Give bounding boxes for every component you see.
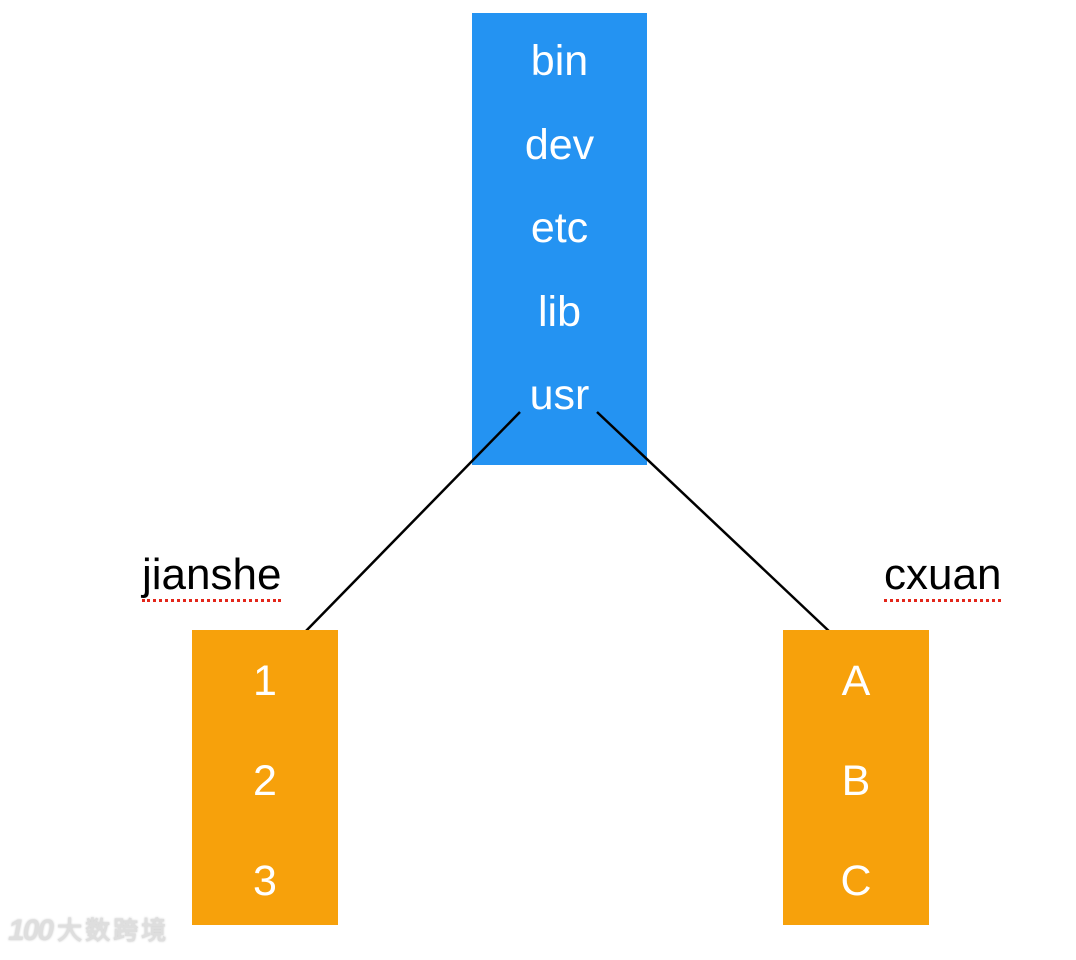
user-label-jianshe: jianshe	[142, 550, 282, 603]
file-entry-1: 1	[253, 657, 277, 705]
file-entry-3: 3	[253, 857, 277, 905]
file-entry-b: B	[841, 757, 871, 805]
watermark-logo-icon: 100	[8, 914, 54, 947]
file-entry-c: C	[840, 857, 872, 905]
dir-entry-etc: etc	[530, 204, 589, 252]
file-entry-a: A	[841, 657, 871, 705]
root-directory-box: bin dev etc lib usr	[472, 13, 647, 465]
user-label-cxuan: cxuan	[884, 550, 1002, 603]
cxuan-home-box: A B C	[783, 630, 929, 925]
watermark: 100 大数跨境	[8, 916, 169, 946]
dir-entry-bin: bin	[530, 37, 589, 85]
dir-entry-dev: dev	[524, 120, 595, 169]
dir-entry-lib: lib	[537, 287, 582, 336]
jianshe-home-box: 1 2 3	[192, 630, 338, 925]
file-entry-2: 2	[253, 757, 277, 805]
dir-entry-usr: usr	[529, 371, 590, 419]
watermark-brand-text: 大数跨境	[57, 916, 170, 945]
